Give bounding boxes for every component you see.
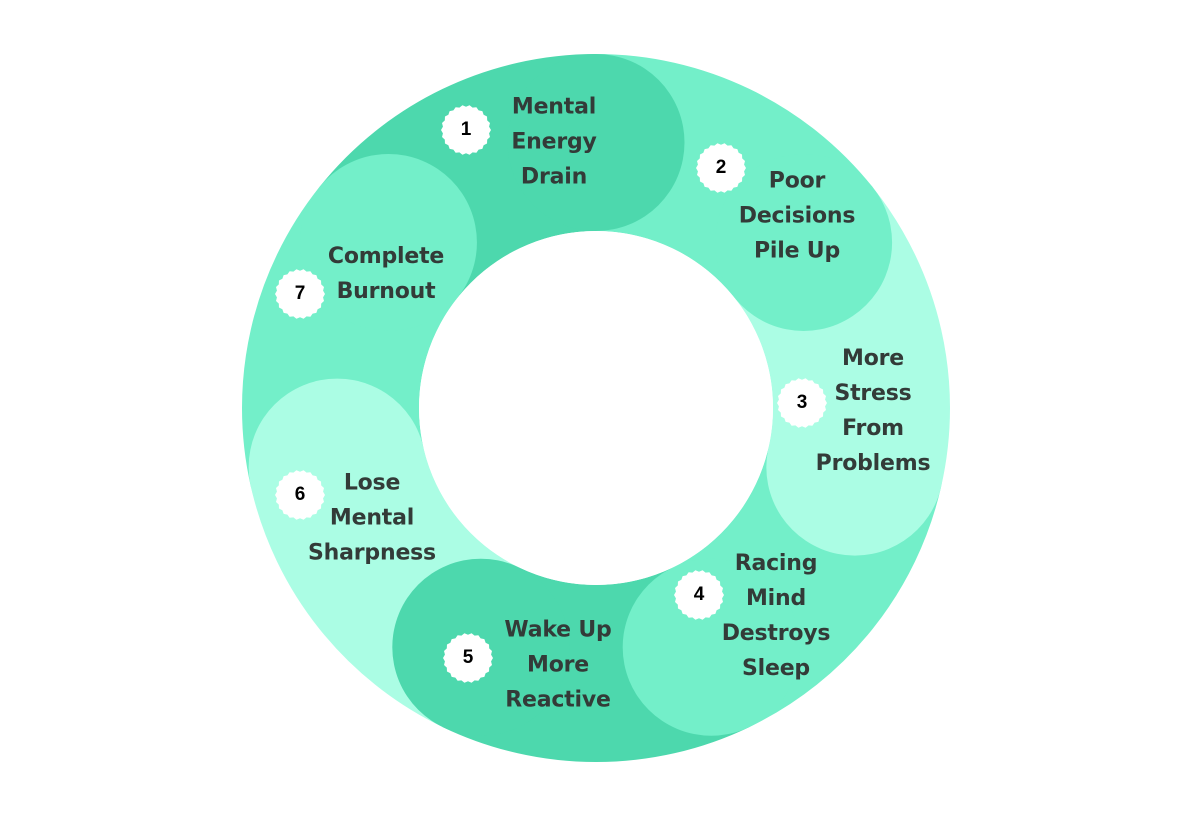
- step-badge-6: 6: [275, 470, 325, 520]
- step-label-line: Mental: [329, 505, 415, 531]
- step-label-line: Sleep: [742, 656, 810, 681]
- step-number: 6: [294, 484, 306, 505]
- segment-head-1: [507, 54, 685, 231]
- step-label-line: Complete: [327, 244, 445, 269]
- scalloped-badge-icon: [674, 570, 724, 620]
- step-number: 7: [294, 283, 306, 304]
- step-number: 4: [693, 584, 705, 605]
- step-number: 1: [460, 119, 472, 140]
- step-label-line: Problems: [815, 451, 931, 476]
- scalloped-badge-icon: [443, 633, 493, 683]
- step-label-line: Reactive: [505, 687, 611, 713]
- scalloped-badge-icon: [275, 269, 325, 319]
- step-label-line: Wake Up: [504, 617, 612, 643]
- step-label-line: Sharpness: [308, 540, 436, 566]
- step-label-line: Mental: [511, 94, 597, 120]
- step-label-line: Mind: [745, 586, 807, 611]
- step-label-line: More: [527, 652, 589, 678]
- scalloped-badge-icon: [777, 378, 827, 428]
- step-badge-5: 5: [443, 633, 493, 683]
- scalloped-badge-icon: [696, 143, 746, 193]
- step-number: 2: [715, 157, 727, 178]
- step-badge-1: 1: [441, 105, 491, 155]
- step-label-line: Poor: [768, 168, 826, 194]
- step-label-line: Energy: [511, 129, 597, 155]
- step-badge-2: 2: [696, 143, 746, 193]
- step-label-line: Decisions: [738, 203, 856, 229]
- segment-head-2: [715, 153, 893, 331]
- step-label-line: Burnout: [336, 279, 436, 304]
- step-number: 3: [796, 392, 808, 413]
- step-label-line: More: [842, 346, 904, 371]
- scalloped-badge-icon: [441, 105, 491, 155]
- step-label-line: Stress: [834, 381, 912, 406]
- step-label-line: From: [842, 416, 904, 441]
- step-number: 5: [462, 647, 474, 668]
- scalloped-badge-icon: [275, 470, 325, 520]
- step-label-line: Pile Up: [753, 238, 840, 264]
- step-badge-3: 3: [777, 378, 827, 428]
- step-label-line: Destroys: [721, 621, 831, 646]
- step-badge-7: 7: [275, 269, 325, 319]
- segment-head-4: [622, 558, 800, 736]
- ring-center-hole: [419, 231, 773, 585]
- step-label-line: Drain: [520, 164, 588, 190]
- step-badge-4: 4: [674, 570, 724, 620]
- step-label-line: Lose: [343, 470, 401, 496]
- segment-heads: [248, 54, 944, 736]
- step-label-line: Racing: [734, 551, 818, 576]
- segment-head-7: [299, 153, 477, 331]
